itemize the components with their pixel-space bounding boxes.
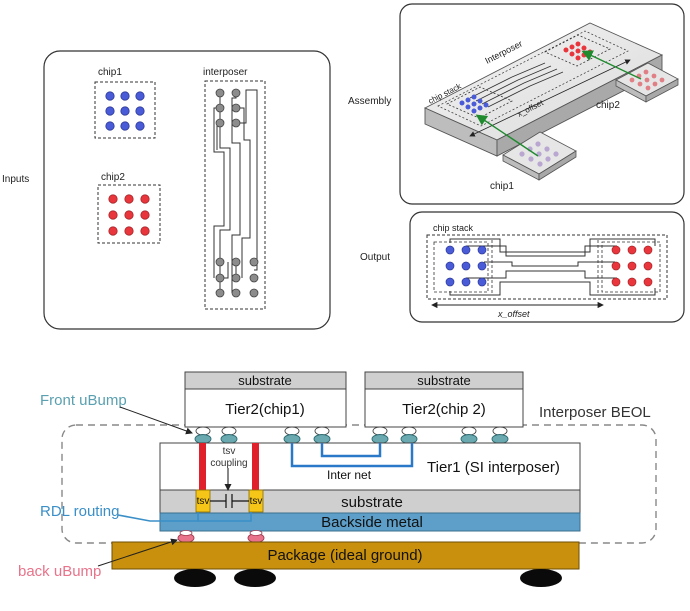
front-ubump-label: Front uBump <box>40 392 127 409</box>
tsv-coupling-label-2: coupling <box>210 458 247 469</box>
inputs-panel: Inputs chip1 chip2 inter <box>2 50 331 330</box>
rdl-routing-wire-2 <box>198 512 252 522</box>
assembly-chip1-label: chip1 <box>490 181 514 192</box>
output-blue-pads <box>445 245 487 287</box>
assembly-chip-stack-outline <box>437 30 629 127</box>
interposer-beol-region <box>61 424 657 544</box>
tier2-chip1-label: Tier2(chip1) <box>225 401 304 418</box>
output-chip-stack-box <box>426 234 668 300</box>
inter-net-wire <box>290 443 414 468</box>
inputs-label: Inputs <box>2 174 29 185</box>
chip2-box <box>97 184 161 244</box>
backside-metal-label: Backside metal <box>321 514 423 531</box>
tsv-right-label: tsv <box>250 496 263 507</box>
front-ubump-callout <box>119 406 193 435</box>
cross-section: Interposer BEOL substrate Tier2(chip1) s… <box>18 371 657 587</box>
package-label: Package (ideal ground) <box>267 547 422 564</box>
tsv-left-shaft <box>199 443 206 491</box>
output-chip-stack-label: chip stack <box>433 223 474 233</box>
rdl-routing-label: RDL routing <box>40 503 119 520</box>
tier2-chip1 <box>184 388 347 428</box>
tier1-label: Tier1 (SI interposer) <box>427 459 560 476</box>
chip1-label: chip1 <box>98 67 122 78</box>
substrate-right-label: substrate <box>417 373 470 388</box>
tsv-left-label: tsv <box>197 496 210 507</box>
inputs-frame <box>43 50 331 330</box>
tsv-coupling-capacitor <box>210 494 249 508</box>
chip2-pads <box>108 194 150 236</box>
inter-net-label: Inter net <box>327 468 372 482</box>
assembly-panel: Assembly Interposer <box>348 3 685 205</box>
assembly-chip1-arrow <box>475 114 539 157</box>
interposer-beol-label: Interposer BEOL <box>539 404 651 421</box>
output-panel: Output chip stack x_offset <box>360 211 685 323</box>
tsv-right-shaft <box>252 443 259 491</box>
package-balls <box>174 569 562 587</box>
chip2-label: chip2 <box>101 172 125 183</box>
tsv-coupling-label-1: tsv <box>223 446 236 457</box>
back-ubump-label: back uBump <box>18 563 101 580</box>
output-red-pads <box>611 245 653 287</box>
output-x-offset-label: x_offset <box>497 309 530 319</box>
backside-metal <box>159 512 581 532</box>
interposer-label: interposer <box>203 67 248 78</box>
output-routing <box>449 238 656 296</box>
assembly-chip2-arrow <box>581 50 642 80</box>
interposer-box <box>204 80 266 310</box>
inter-net-wire-inner <box>320 443 382 458</box>
assembly-label: Assembly <box>348 96 391 107</box>
rdl-routing-wire <box>117 512 199 522</box>
back-ubump-callout <box>97 538 178 567</box>
interposer-pads <box>215 88 259 298</box>
chip1-pads <box>105 91 145 131</box>
front-ubumps <box>194 426 509 444</box>
output-chip1-box <box>433 241 489 293</box>
assembly-chip2-label: chip2 <box>596 100 620 111</box>
back-ubumps-top <box>179 530 263 536</box>
assembly-chip2-floating <box>615 62 679 103</box>
substrate-middle-label: substrate <box>341 494 403 511</box>
substrate-left-label: substrate <box>238 373 291 388</box>
back-ubumps <box>177 533 265 543</box>
chip1-box <box>94 81 156 139</box>
output-chip2-box <box>601 241 661 293</box>
tier2-chip2-label: Tier2(chip 2) <box>402 401 486 418</box>
tier2-chip2 <box>364 388 524 428</box>
output-label: Output <box>360 252 390 263</box>
package <box>111 541 580 570</box>
assembly-x-offset-arrow <box>469 59 631 137</box>
